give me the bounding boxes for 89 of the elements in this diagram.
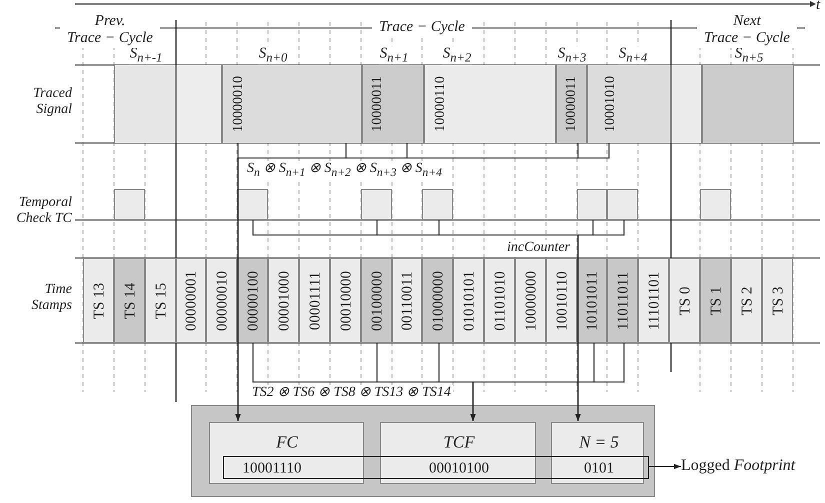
timestamp-cell xyxy=(145,258,176,343)
pulse-box xyxy=(700,189,731,220)
footprint-panel xyxy=(191,405,655,497)
footprint-register xyxy=(223,456,649,479)
pulse-box xyxy=(237,189,268,220)
signal-segment xyxy=(671,65,702,143)
timestamp-cell xyxy=(206,258,237,343)
timestamp-value: 10101011 xyxy=(586,271,600,331)
timestamp-cell xyxy=(361,258,392,343)
timestamp-cell xyxy=(515,258,546,343)
pulse-box xyxy=(422,189,453,220)
signal-segment xyxy=(176,65,222,143)
timestamp-cell xyxy=(392,258,422,343)
timestamp-cell xyxy=(268,258,299,343)
timestamp-value: 01010101 xyxy=(462,271,477,331)
axis-label: t xyxy=(816,0,822,14)
field-name: N = 5 xyxy=(579,434,619,450)
timestamp-cell xyxy=(83,258,114,343)
timestamp-value: 11011011 xyxy=(616,272,631,330)
timestamp-cell xyxy=(114,258,145,343)
bit-value: 0101 xyxy=(584,462,614,476)
output-label: Logged Footprint xyxy=(681,457,796,475)
bit-value: 10001010 xyxy=(604,76,618,132)
signal-name: S$_{n+2}$ xyxy=(442,46,472,64)
timestamp-value: TS 14 xyxy=(123,282,138,320)
timestamp-cell xyxy=(176,258,206,343)
timestamp-cell xyxy=(299,258,330,343)
row-label: Time Stamps xyxy=(30,282,72,314)
timestamp-cell xyxy=(669,258,700,343)
timestamp-cell xyxy=(453,258,484,343)
signal-name: S$_{n+3}$ xyxy=(556,46,588,64)
timestamp-value: 00001000 xyxy=(277,271,292,331)
signal-name: S$_{n+4}$ xyxy=(618,46,648,64)
timestamp-value: 11101101 xyxy=(647,272,662,330)
timestamp-value: 01000000 xyxy=(431,271,446,331)
timestamp-cell xyxy=(762,258,793,343)
signal-name: S$_{n+1}$ xyxy=(378,46,410,64)
arrow xyxy=(470,343,625,421)
timestamp-value: 00000010 xyxy=(215,271,230,331)
field-name: FC xyxy=(276,434,298,450)
timestamp-cell xyxy=(577,258,607,343)
timestamp-value: TS 1 xyxy=(709,286,724,316)
bit-value: 10000011 xyxy=(371,76,385,132)
bit-value: 10000010 xyxy=(232,76,246,132)
timestamp-value: TS 13 xyxy=(92,282,107,320)
timestamp-value: TS 0 xyxy=(678,286,693,316)
pulse-box xyxy=(577,189,607,220)
timestamp-value: 10000000 xyxy=(524,271,539,331)
timestamp-cell xyxy=(638,258,669,343)
timestamp-value: 00100000 xyxy=(370,271,385,331)
pulse-box xyxy=(607,189,638,220)
edge-label: incCounter xyxy=(505,240,572,257)
bit-value: 10000011 xyxy=(565,76,579,132)
bit-value: 10000110 xyxy=(434,76,448,132)
timestamp-cell xyxy=(700,258,731,343)
timestamp-value: 00000001 xyxy=(184,271,200,331)
arrow xyxy=(648,464,681,470)
timestamp-cell xyxy=(237,258,268,343)
bit-value: 00010100 xyxy=(429,462,489,476)
row-label: Temporal Check TC xyxy=(15,195,72,228)
timestamp-value: 00010000 xyxy=(339,271,354,331)
field-box xyxy=(209,422,364,484)
timestamp-cell xyxy=(607,258,638,343)
field-box xyxy=(551,422,644,484)
signal-name: S$_{n+0}$ xyxy=(258,46,288,64)
timestamp-value: TS 15 xyxy=(154,282,169,320)
timestamp-value: 00000100 xyxy=(246,271,261,331)
arrow xyxy=(575,220,625,421)
timestamp-cell xyxy=(484,258,515,343)
timestamp-value: TS 2 xyxy=(740,286,755,316)
timestamp-cell xyxy=(330,258,361,343)
edge-label: S$_{n}$ ⊗ S$_{n+1}$ ⊗ S$_{n+2}$ ⊗ S$_{n+3}$ ⊗ S$_{n+4}$ xyxy=(245,161,444,180)
timestamp-value: TS 3 xyxy=(771,286,786,316)
cycle-label: Trace − Cycle xyxy=(372,19,472,36)
timestamp-cell xyxy=(546,258,577,343)
bit-value: 10001110 xyxy=(242,462,302,476)
timestamp-value: 00001111 xyxy=(308,272,323,330)
timestamp-value: 10010110 xyxy=(555,271,570,331)
pulse-box xyxy=(114,189,145,220)
cycle-label: Prev. Trace − Cycle xyxy=(60,13,160,48)
timestamp-cell xyxy=(422,258,453,343)
timestamp-value: 01101010 xyxy=(493,271,508,331)
cycle-label: Next Trace − Cycle xyxy=(697,13,797,48)
timestamp-value: 00110011 xyxy=(400,272,416,330)
pulse-box xyxy=(361,189,392,220)
timestamp-cell xyxy=(731,258,762,343)
field-box xyxy=(380,422,536,484)
field-name: TCF xyxy=(443,434,475,450)
row-label: Traced Signal xyxy=(32,86,72,118)
